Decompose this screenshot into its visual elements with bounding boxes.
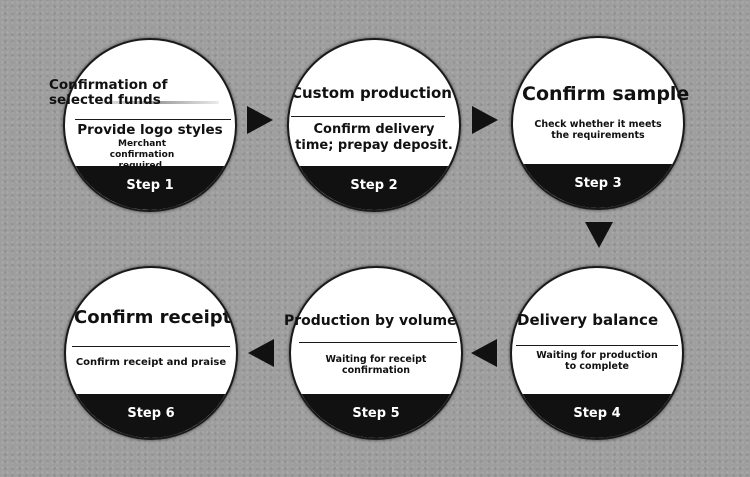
step-4-circle: Waiting for production to complete Step … (510, 266, 684, 440)
step-6-note: Confirm receipt and praise (75, 357, 227, 368)
step-6-title: Confirm receipt (74, 307, 232, 328)
step-5-title: Production by volume (284, 313, 457, 329)
step-4-divider (516, 345, 678, 346)
step-3-circle: Check whether it meets the requirements … (511, 36, 685, 210)
flow-arrow-left-icon (248, 339, 274, 367)
step-6-circle: Confirm receipt Confirm receipt and prai… (64, 266, 238, 440)
step-5-band: Step 5 (291, 394, 461, 438)
step-1-note: Merchant confirmation required. (109, 139, 175, 171)
step-1-circle: Provide logo styles Merchant confirmatio… (63, 38, 237, 212)
step-3-note: Check whether it meets the requirements (534, 119, 662, 142)
flow-arrow-left-icon (471, 339, 497, 367)
smudge-mark (99, 101, 219, 104)
step-2-subtitle: Confirm delivery time; prepay deposit. (295, 122, 453, 153)
step-2-circle: Custom production Confirm delivery time;… (287, 38, 461, 212)
step-3-title: Confirm sample (522, 83, 690, 105)
step-6-divider (72, 346, 230, 347)
flow-arrow-right-icon (247, 106, 273, 134)
step-2-title: Custom production (291, 84, 452, 102)
step-6-band: Step 6 (66, 394, 236, 438)
step-1-title: Confirmation of selected funds (49, 77, 168, 108)
step-4-band: Step 4 (512, 394, 682, 438)
step-1-subtitle: Provide logo styles (77, 122, 223, 138)
step-2-label: Step 2 (350, 177, 398, 193)
step-2-divider (291, 116, 445, 117)
flow-arrow-right-icon (472, 106, 498, 134)
step-4-note: Waiting for production to complete (536, 350, 658, 373)
flow-arrow-down-icon (585, 222, 613, 248)
step-5-circle: Waiting for receipt confirmation Step 5 (289, 266, 463, 440)
step-4-label: Step 4 (573, 405, 621, 421)
step-1-label: Step 1 (126, 177, 174, 193)
step-3-band: Step 3 (513, 164, 683, 208)
step-5-note: Waiting for receipt confirmation (325, 354, 427, 377)
step-3-label: Step 3 (574, 175, 622, 191)
step-4-title: Delivery balance (517, 311, 659, 329)
step-2-band: Step 2 (289, 166, 459, 210)
step-5-divider (299, 342, 457, 343)
step-1-band: Step 1 (65, 166, 235, 210)
step-6-label: Step 6 (127, 405, 175, 421)
step-1-divider (75, 119, 231, 120)
step-5-label: Step 5 (352, 405, 400, 421)
